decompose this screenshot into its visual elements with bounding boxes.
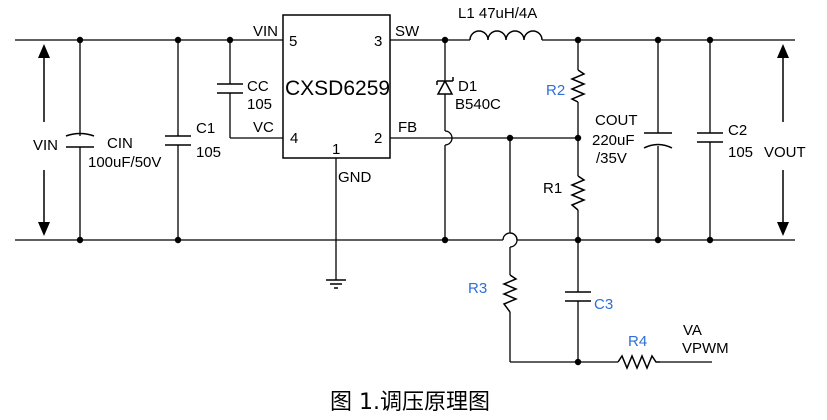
resistor-r3: R3: [468, 274, 518, 313]
cc-name: CC: [247, 78, 269, 95]
capacitor-c2: C2 105: [697, 122, 753, 161]
wires: [15, 39, 795, 363]
capacitor-c1: C1 105: [165, 120, 221, 161]
pin-vin-number: 5: [289, 33, 297, 50]
resistor-r2: R2: [546, 69, 586, 103]
capacitor-cout: COUT 220uF /35V: [592, 112, 673, 167]
pin-sw-number: 3: [374, 33, 382, 50]
vin-net-label: VIN: [33, 137, 58, 154]
pin-fb-label: FB: [398, 119, 417, 136]
ic-cxsd6259: CXSD6259 VIN 5 SW 3 VC 4 FB 2 1 GND: [253, 14, 420, 186]
vpwm-net-label: VPWM: [682, 340, 729, 357]
cin-value: 100uF/50V: [88, 154, 161, 171]
c1-value: 105: [196, 144, 221, 161]
pin-sw-label: SW: [395, 23, 420, 40]
pin-vc-label: VC: [253, 119, 274, 136]
c1-name: C1: [196, 120, 215, 137]
vout-terminal: VOUT: [764, 44, 806, 236]
ground-symbol: [326, 279, 346, 289]
cout-name: COUT: [595, 112, 638, 129]
c3-name: C3: [594, 296, 613, 313]
cout-value-1: 220uF: [592, 132, 635, 149]
r3-name: R3: [468, 280, 487, 297]
d1-name: D1: [458, 78, 477, 95]
cc-value: 105: [247, 96, 272, 113]
ic-name: CXSD6259: [285, 77, 390, 100]
diode-d1: D1 B540C: [436, 77, 501, 113]
figure-caption: 图 1.调压原理图: [330, 390, 490, 415]
r4-name: R4: [628, 333, 647, 350]
capacitor-cin: CIN 100uF/50V: [65, 132, 161, 171]
inductor-l1: L1 47uH/4A: [458, 5, 543, 41]
pin-vc-number: 4: [290, 130, 298, 147]
vin-terminal: VIN: [33, 44, 58, 236]
pin-gnd-number: 1: [332, 141, 340, 158]
d1-value: B540C: [455, 96, 501, 113]
capacitor-c3: C3: [565, 291, 613, 313]
c2-name: C2: [728, 122, 747, 139]
pin-vin-label: VIN: [253, 23, 278, 40]
c2-value: 105: [728, 144, 753, 161]
capacitor-cc: CC 105: [217, 78, 272, 113]
resistor-r4: R4: [617, 333, 660, 370]
pin-gnd-label: GND: [338, 169, 372, 186]
va-net-label: VA: [683, 322, 702, 339]
r1-name: R1: [543, 180, 562, 197]
vout-net-label: VOUT: [764, 144, 806, 161]
r2-name: R2: [546, 82, 565, 99]
cin-name: CIN: [107, 135, 133, 152]
pin-fb-number: 2: [374, 130, 382, 147]
cout-value-2: /35V: [596, 150, 627, 167]
junction-dots: [76, 36, 714, 366]
l1-label: L1 47uH/4A: [458, 5, 537, 22]
resistor-r1: R1: [543, 175, 586, 211]
